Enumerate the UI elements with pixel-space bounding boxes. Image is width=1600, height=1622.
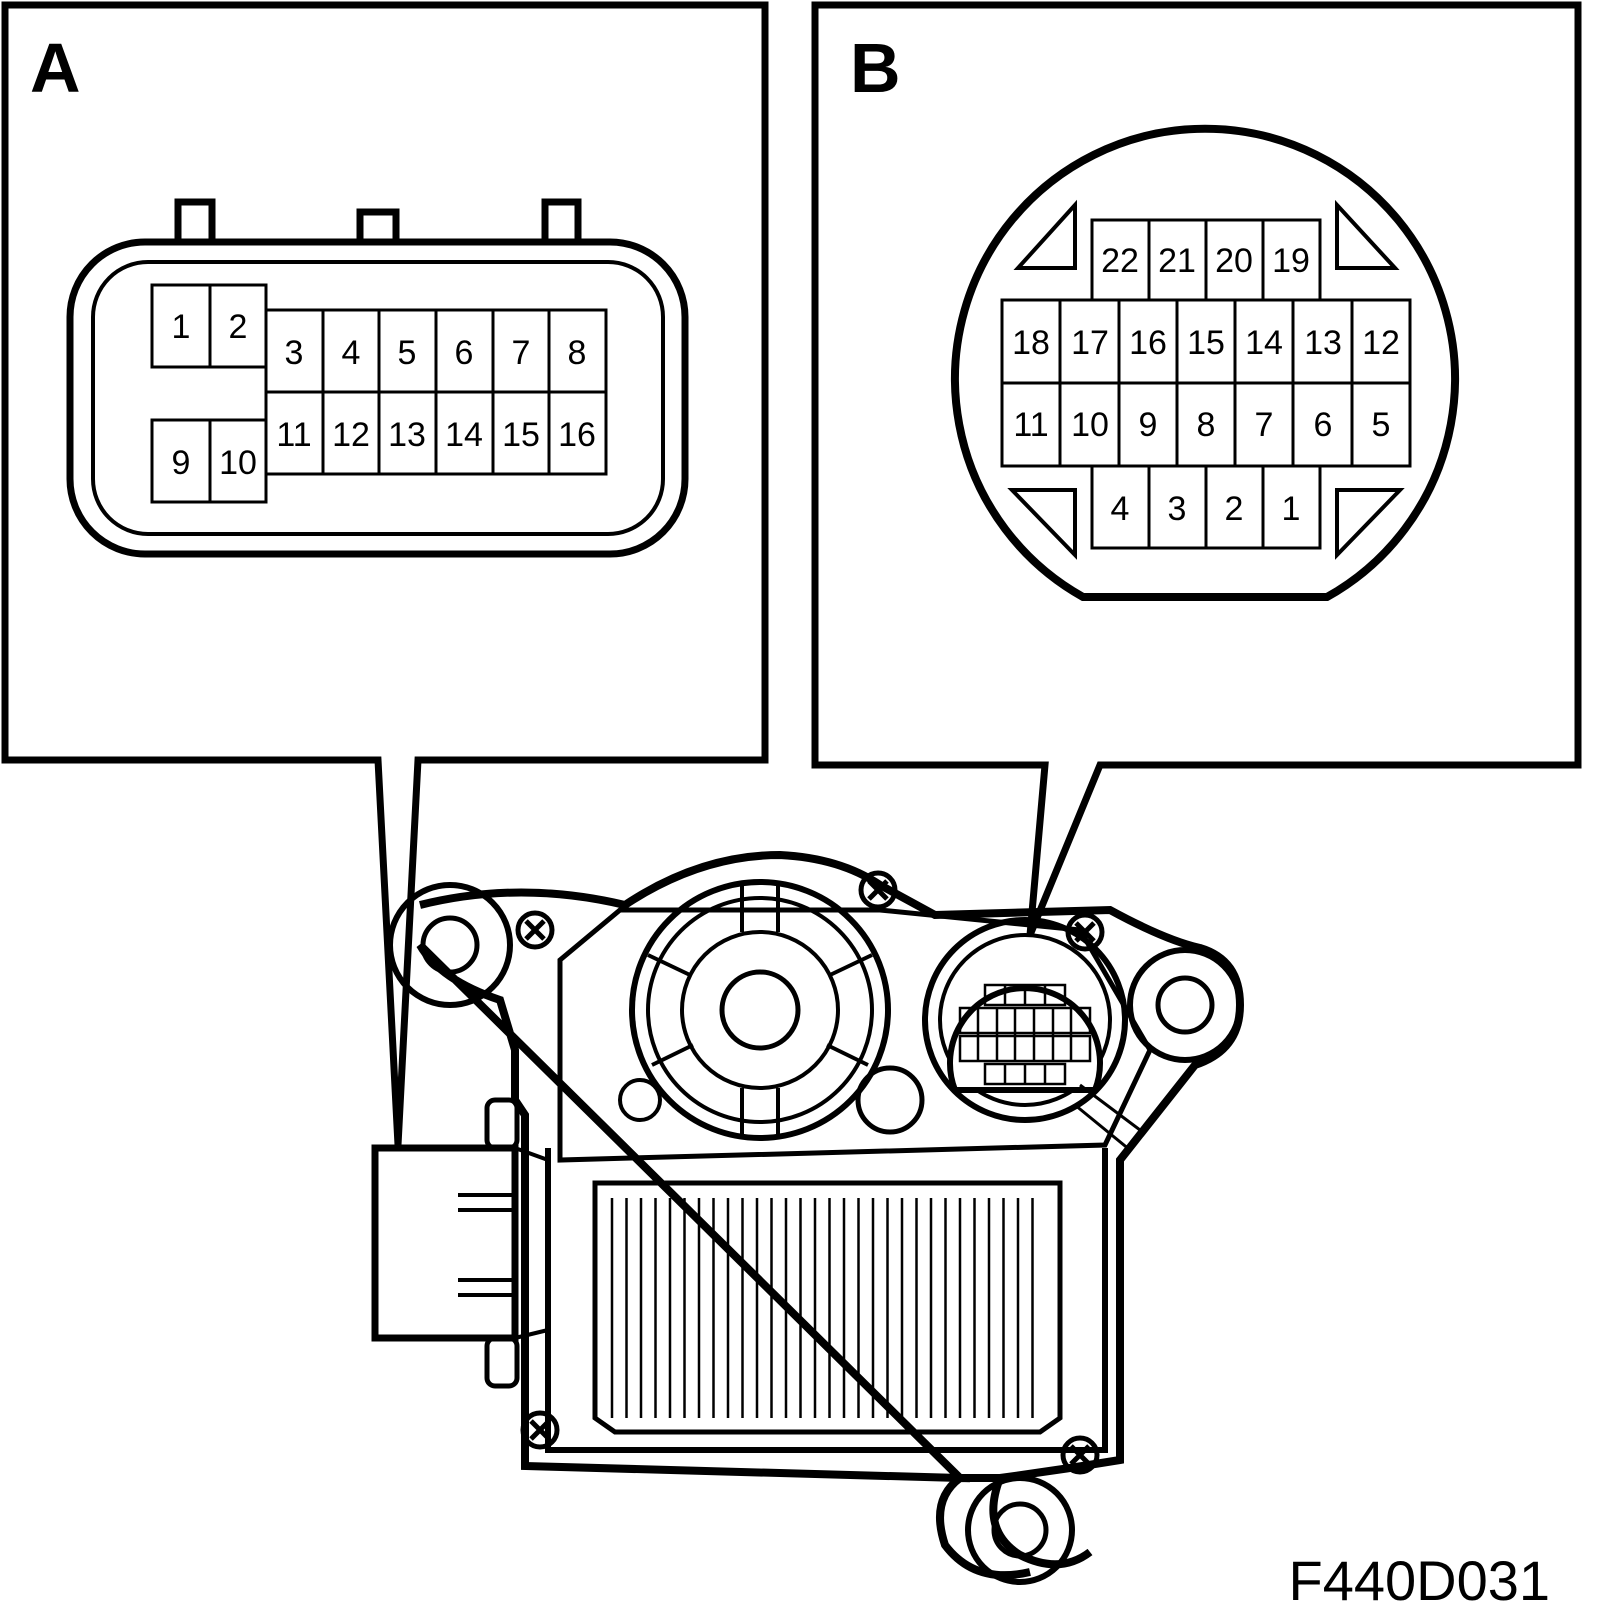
connector-a-outer-shell	[66, 238, 689, 558]
pin-label: 19	[1272, 242, 1310, 280]
pin-label: 5	[1372, 406, 1391, 444]
pin-label: 2	[229, 308, 248, 346]
pin-label: 8	[568, 334, 587, 372]
screw-icon	[858, 870, 898, 910]
pin-label: 10	[1071, 406, 1109, 444]
boss-left	[618, 1078, 662, 1122]
pin-label: 18	[1012, 324, 1050, 362]
panel-b-label: B	[850, 29, 901, 107]
pin-label: 11	[276, 416, 311, 454]
connector-b-housing	[951, 124, 1459, 601]
heat-sink-ribs	[610, 1198, 1034, 1418]
pin-label: 7	[1255, 406, 1274, 444]
boss-right	[855, 1065, 925, 1135]
selector-disc	[629, 879, 891, 1141]
mount-hole-bottom-inner	[991, 1501, 1049, 1559]
connector-a-plug	[371, 1097, 549, 1389]
connector-b-key-bottom-right	[1335, 488, 1405, 560]
panel-b-callout-frame	[811, 1, 1582, 937]
pin-label: 22	[1101, 242, 1139, 280]
connector-a-inner-shell	[91, 260, 665, 536]
pin-label: 9	[1139, 406, 1158, 444]
connector-a-pin-grid	[150, 283, 608, 504]
pin-label: 3	[1168, 490, 1187, 528]
mount-hole-right	[1127, 947, 1243, 1063]
mount-hole-left	[387, 882, 513, 1008]
pin-label: 16	[558, 416, 596, 454]
mount-hole-bottom	[965, 1475, 1075, 1585]
pin-label: 11	[1013, 406, 1048, 444]
connector-b-key-top-right	[1335, 199, 1400, 270]
heat-sink-frame	[592, 1180, 1063, 1435]
connector-a-cell	[208, 418, 268, 504]
pin-label: 4	[1111, 490, 1130, 528]
pin-label: 1	[172, 308, 191, 346]
connector-b-pin-labels: 22 21 20 19 18 17 16 15 14 13 12 11 10 9…	[1012, 242, 1400, 528]
screw-icon	[515, 910, 555, 950]
connector-a-tab-right	[541, 198, 582, 242]
connector-a-tab-left	[174, 198, 216, 242]
pin-label: 14	[1245, 324, 1283, 362]
panel-a-callout-frame	[1, 1, 769, 1146]
pin-label: 21	[1158, 242, 1196, 280]
screw-icon	[1060, 1435, 1100, 1475]
connector-b-pin-grid	[1000, 218, 1412, 550]
pin-label: 4	[342, 334, 361, 372]
control-module	[371, 850, 1245, 1585]
panel-a-label: A	[30, 29, 81, 107]
figure-code: F440D031	[1288, 1549, 1550, 1612]
connector-b-key-top-left	[1013, 199, 1077, 270]
pin-label: 13	[1304, 324, 1342, 362]
pin-label: 14	[445, 416, 483, 454]
pin-label: 5	[398, 334, 417, 372]
screw-icon	[1065, 912, 1105, 952]
pin-label: 1	[1282, 490, 1301, 528]
panel-b: B	[811, 1, 1582, 937]
pin-label: 6	[1314, 406, 1333, 444]
pin-label: 9	[172, 444, 191, 482]
pin-label: 10	[219, 444, 257, 482]
pin-label: 15	[1187, 324, 1225, 362]
module-upper-plate	[557, 907, 1153, 1163]
pin-label: 17	[1071, 324, 1109, 362]
connector-a-cell	[208, 283, 268, 369]
screw-icon	[520, 1410, 560, 1450]
connector-a-tab-center	[356, 208, 400, 242]
pin-label: 3	[285, 334, 304, 372]
mount-hole-left-inner	[420, 915, 480, 975]
pin-label: 12	[1362, 324, 1400, 362]
pin-label: 2	[1225, 490, 1244, 528]
pin-label: 7	[512, 334, 531, 372]
module-lower-housing	[545, 1148, 1108, 1453]
pin-label: 15	[502, 416, 540, 454]
connector-a: 1 2 3 4 5 6 7 8 9 10 11 12 13 14 15 16	[66, 198, 689, 558]
connector-b-socket	[922, 917, 1141, 1152]
mount-hole-right-inner	[1155, 975, 1215, 1035]
pin-label: 20	[1215, 242, 1253, 280]
pin-label: 8	[1197, 406, 1216, 444]
panel-a: A 1	[1, 1, 769, 1146]
connector-a-pin-labels: 1 2 3 4 5 6 7 8 9 10 11 12 13 14 15 16	[172, 308, 596, 482]
pin-label: 16	[1129, 324, 1167, 362]
connector-b-key-bottom-left	[1007, 488, 1077, 560]
pin-label: 12	[332, 416, 370, 454]
pin-label: 6	[455, 334, 474, 372]
connector-b: 22 21 20 19 18 17 16 15 14 13 12 11 10 9…	[951, 124, 1459, 601]
pin-label: 13	[388, 416, 426, 454]
